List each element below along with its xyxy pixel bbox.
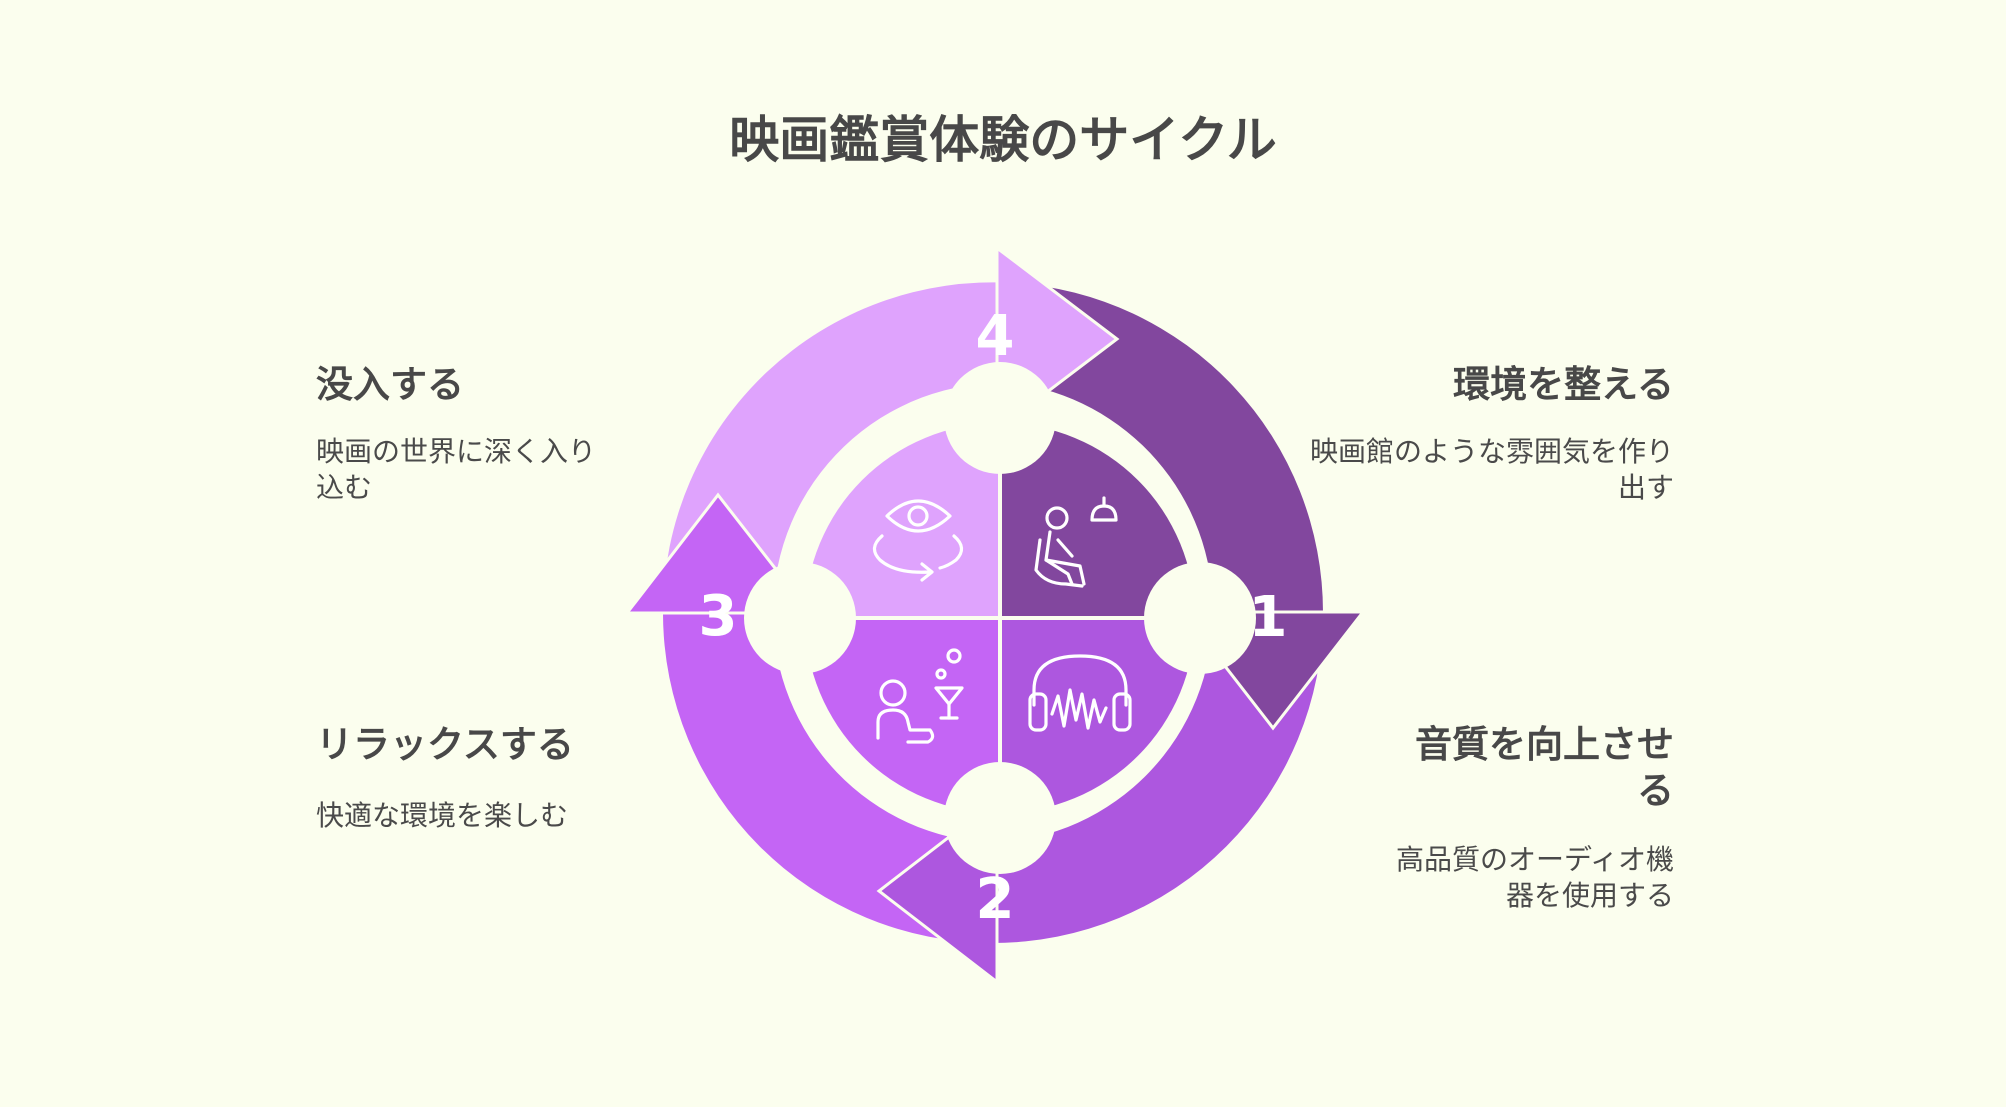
step-1-description: 映画館のような雰囲気を作り出す [1309,435,1674,505]
relaxing-person-icon [876,648,964,744]
step-2-arc [993,613,1323,943]
step-4-arc [662,282,1013,613]
step-1-number: 1 [1249,585,1288,650]
headphones-icon [1028,654,1132,732]
step-2-number: 2 [976,867,1015,932]
step-4-title: 没入する [316,363,464,406]
step-4-number: 4 [976,304,1015,369]
step-3-quadrant [805,618,1000,813]
step-2-title: 音質を向上させる [1415,723,1674,813]
diagram-title: 映画鑑賞体験のサイクル [729,111,1277,169]
immersive-eye-icon [872,499,964,582]
step-3-arc [663,613,993,943]
step-3-description: 快適な環境を楽しむ [316,799,569,832]
step-1-title: 環境を整える [1453,363,1674,406]
cinema-seat-icon [1034,496,1118,588]
step-3-number: 3 [699,584,738,649]
step-3-title: リラックスする [316,723,574,766]
inner-circle [744,362,1256,874]
outer-ring [662,282,1324,943]
step-4-quadrant [805,423,1000,618]
step-4-description: 映画の世界に深く入り込む [316,435,597,505]
step-1-arc [1013,283,1324,613]
step-2-description: 高品質のオーディオ機器を使用する [1395,843,1674,913]
